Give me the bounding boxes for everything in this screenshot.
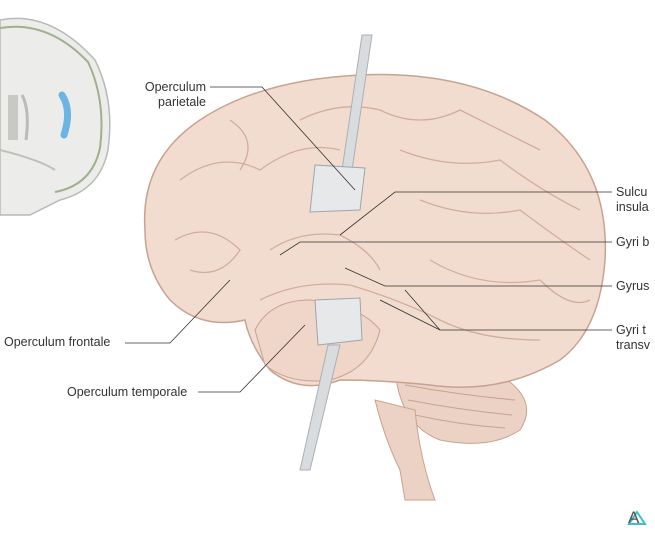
watermark-text: A bbox=[628, 508, 640, 527]
label-line: Operculum bbox=[144, 80, 206, 94]
label-operculum-parietale: Operculum parietale bbox=[120, 80, 206, 110]
cerebrum bbox=[143, 73, 607, 388]
lower-retractor bbox=[299, 297, 363, 471]
kenhub-logo-icon bbox=[627, 510, 647, 525]
label-operculum-temporale: Operculum temporale bbox=[67, 385, 188, 399]
label-sulcus-insularis: Sulcu insula bbox=[616, 185, 649, 215]
insula-highlight bbox=[58, 91, 71, 139]
label-line: insula bbox=[616, 200, 649, 214]
label-line: Sulcu bbox=[616, 185, 648, 199]
label-operculum-frontale: Operculum frontale bbox=[4, 335, 111, 349]
coronal-section-inset bbox=[0, 17, 111, 216]
label-gyri-breves: Gyri b bbox=[616, 235, 650, 249]
gyri-pattern bbox=[174, 106, 591, 341]
label-line: Gyri t bbox=[616, 323, 646, 337]
label-gyri-transversi: Gyri t transv bbox=[616, 323, 650, 353]
label-line: parietale bbox=[158, 95, 206, 109]
upper-retractor bbox=[309, 34, 373, 213]
leader-lines bbox=[125, 86, 612, 393]
brainstem bbox=[374, 399, 436, 501]
label-gyrus-longus: Gyrus bbox=[616, 279, 650, 293]
label-line: transv bbox=[616, 338, 651, 352]
